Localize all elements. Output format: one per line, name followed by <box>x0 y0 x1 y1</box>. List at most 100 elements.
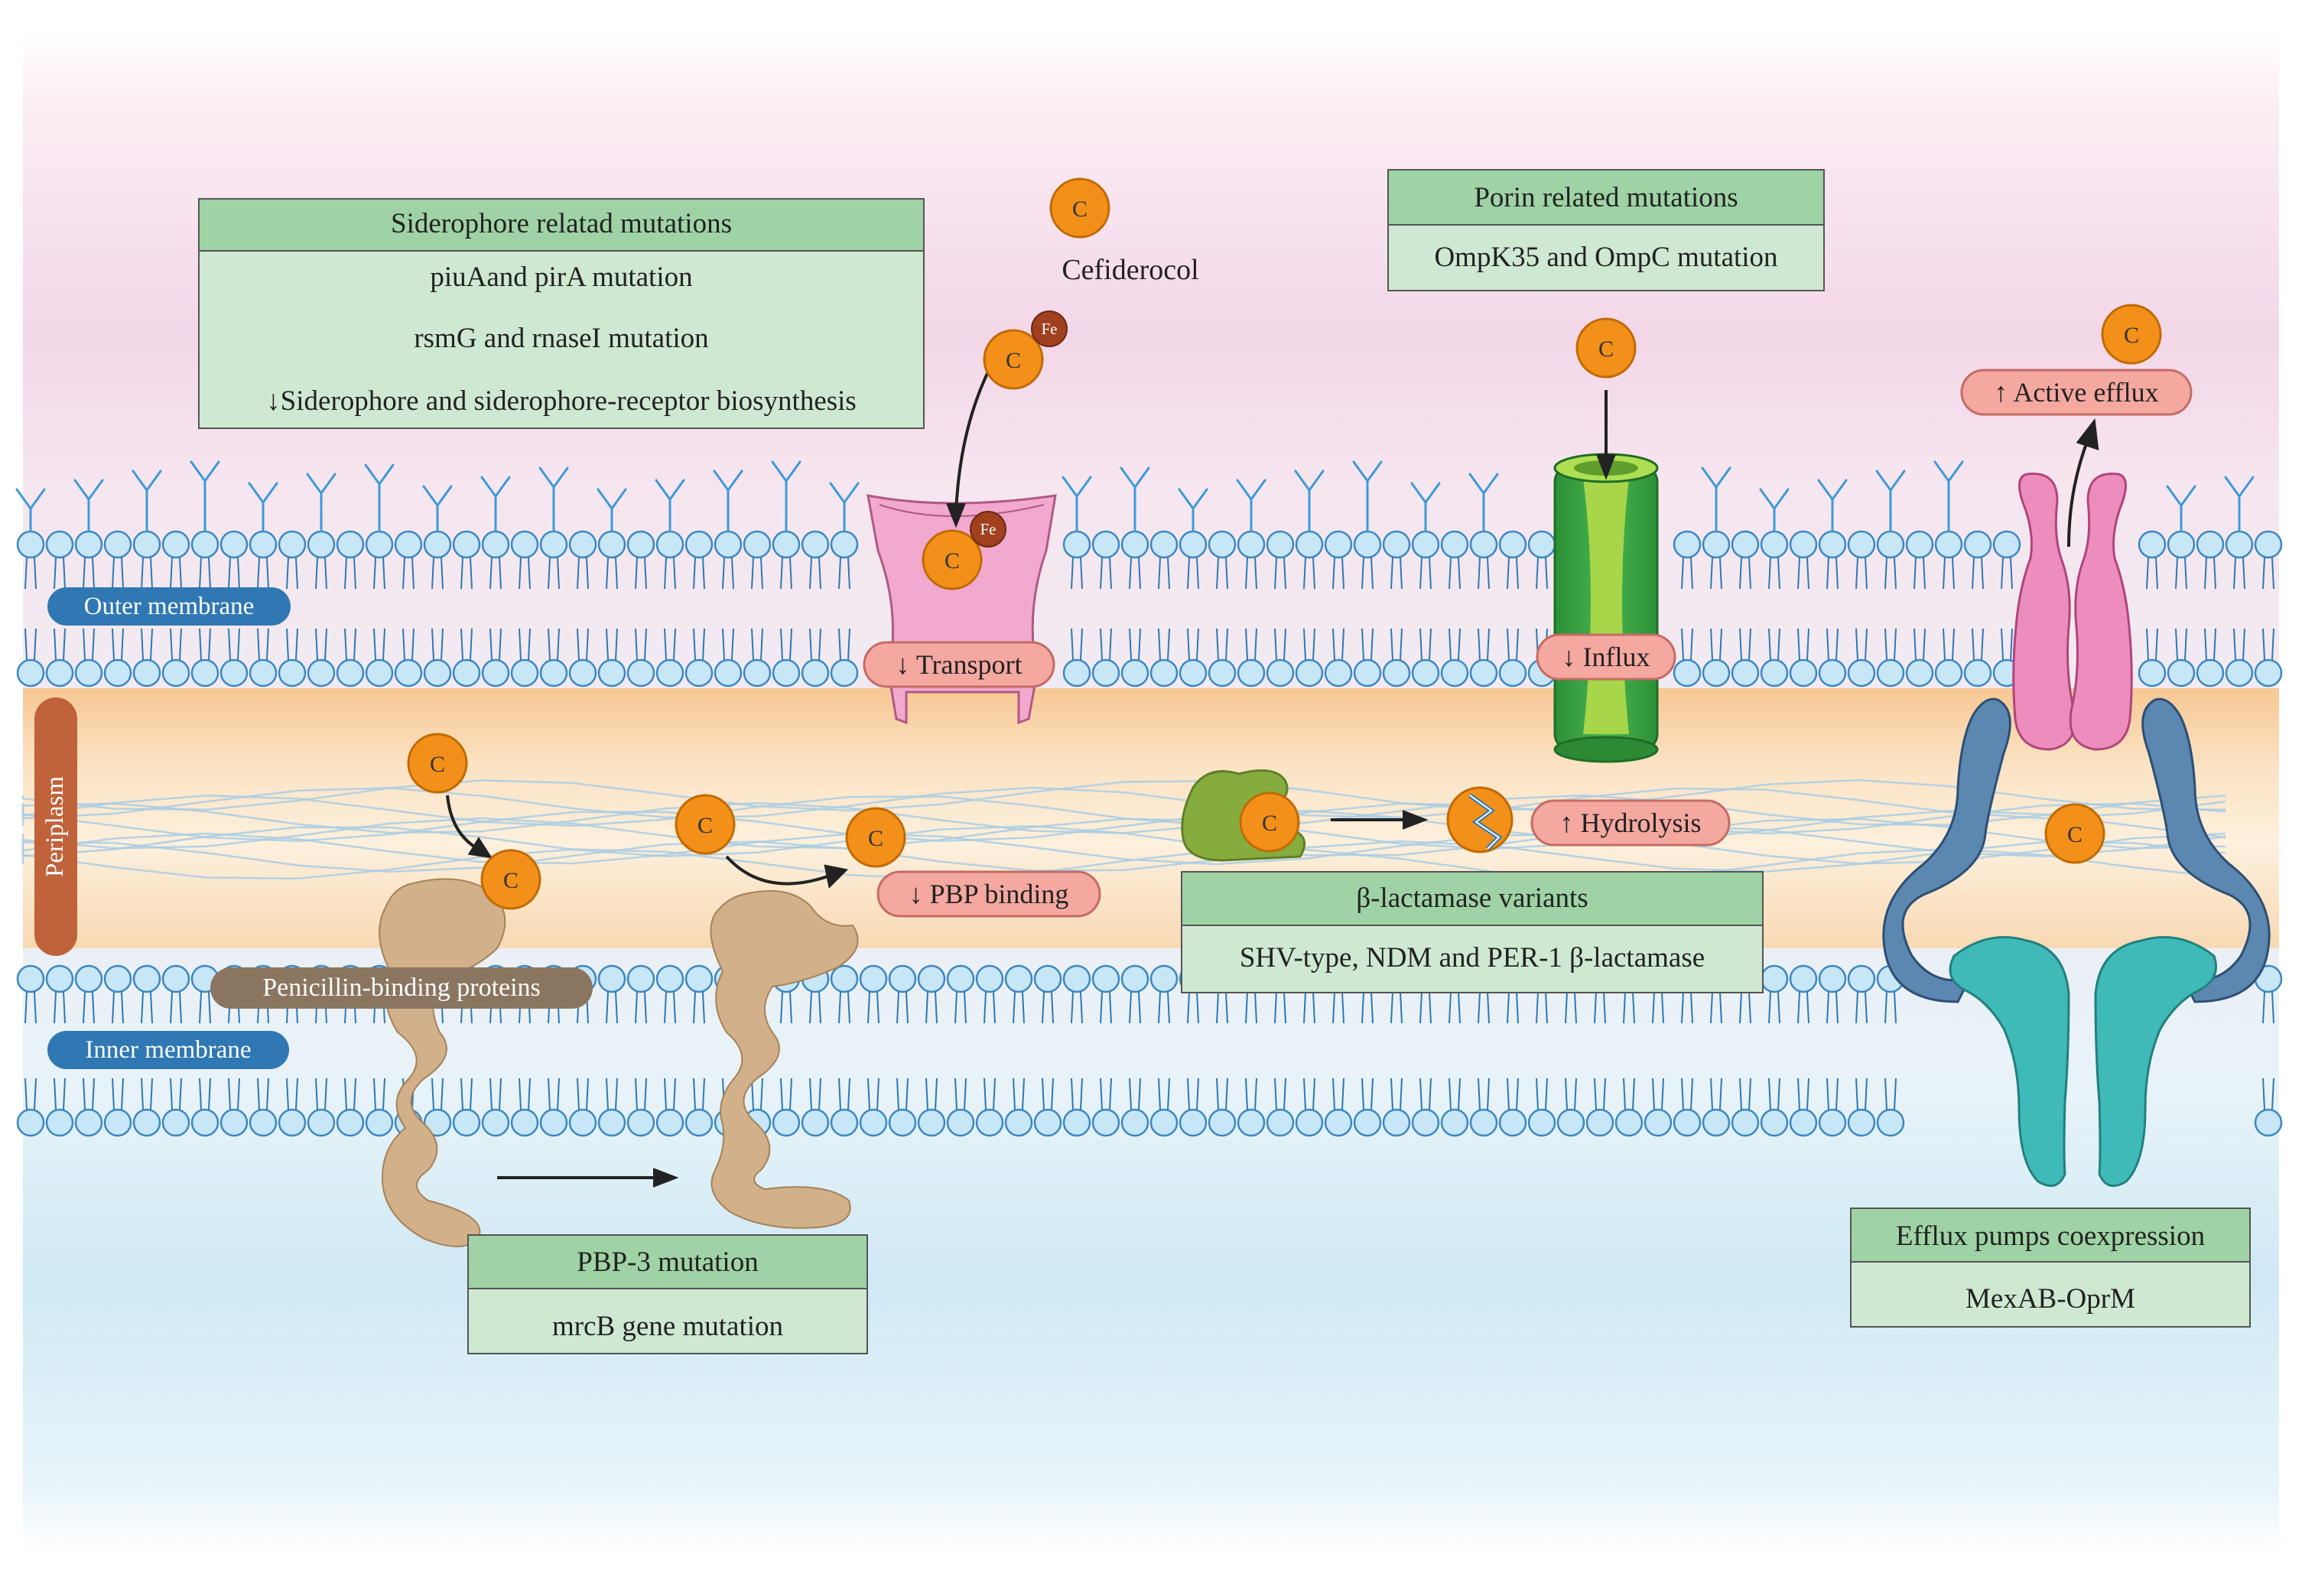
lipid-head <box>423 1108 452 1137</box>
iron-symbol: Fe <box>1042 320 1058 338</box>
lipid-head <box>1208 1108 1237 1137</box>
lipid-head <box>307 530 336 559</box>
lipid-head <box>1498 1108 1527 1137</box>
efflux-pump-mexab-oprm <box>1882 472 2271 1188</box>
lipid-head <box>2254 658 2283 687</box>
lipid-head <box>1789 1108 1818 1137</box>
porin-box-line: OmpK35 and OmpC mutation <box>1434 242 1777 273</box>
lipid-head <box>1847 530 1876 559</box>
lipid-head <box>568 1108 597 1137</box>
lipid-head <box>103 530 132 559</box>
mesh-fiber <box>21 794 2226 827</box>
lipid-head <box>132 530 161 559</box>
lipid-head <box>743 658 772 687</box>
lipid-head <box>1179 658 1208 687</box>
cefiderocol-molecule: C <box>1049 177 1110 239</box>
lipid-head <box>74 658 103 687</box>
lipid-head <box>917 1108 946 1137</box>
lps-chain <box>1759 488 1790 533</box>
lipid-head <box>307 658 336 687</box>
lps-chain <box>190 460 220 533</box>
lipid-head <box>2225 658 2254 687</box>
lipid-head <box>1266 658 1295 687</box>
lipid-head <box>132 1108 161 1137</box>
lipid-head <box>1992 530 2021 559</box>
lps-chain <box>538 466 569 533</box>
beta-lactamase-box-line: SHV-type, NDM and PER-1 β-lactamase <box>1240 942 1705 974</box>
lipid-head <box>1847 964 1876 993</box>
lipid-head <box>684 530 714 559</box>
lipid-head <box>336 530 365 559</box>
iron-symbol: Fe <box>980 520 997 538</box>
lps-chain <box>306 473 337 533</box>
lipid-head <box>597 530 626 559</box>
lipid-head <box>2254 1108 2283 1137</box>
periplasm-label: Periplasm <box>34 697 77 956</box>
lipid-head <box>1091 530 1120 559</box>
lipid-head <box>684 1108 714 1137</box>
mesh-fiber <box>21 840 2226 873</box>
lipid-head <box>365 530 394 559</box>
lipid-head <box>1702 658 1731 687</box>
lipid-head <box>74 1108 103 1137</box>
lipid-head <box>830 964 859 993</box>
lipid-head <box>103 964 132 993</box>
lipid-head <box>655 658 684 687</box>
lipid-head <box>1062 658 1091 687</box>
lipid-head <box>278 1108 307 1137</box>
lipid-head <box>1963 658 1992 687</box>
porin-box-header: Porin related mutations <box>1474 182 1738 213</box>
lipid-head <box>1498 658 1527 687</box>
lipid-head <box>597 964 626 993</box>
lipid-head <box>1760 658 1789 687</box>
efflux-box-header: Efflux pumps coexpression <box>1896 1221 2205 1252</box>
lipid-head <box>1527 1108 1556 1137</box>
cefiderocol-molecule: C <box>2101 304 2162 365</box>
lipid-head <box>714 530 743 559</box>
lipid-head <box>655 1108 684 1137</box>
drug-name-label: Cefiderocol <box>1062 254 1198 286</box>
lps-chain <box>364 463 395 533</box>
lipid-head <box>1934 658 1963 687</box>
lipid-head <box>1353 1108 1382 1137</box>
lipid-head <box>161 658 190 687</box>
lipid-head <box>16 658 45 687</box>
lipid-head <box>1120 530 1149 559</box>
lipid-head <box>1266 1108 1295 1137</box>
lipid-head <box>249 658 278 687</box>
lipid-head <box>1818 964 1847 993</box>
lps-chain <box>132 470 162 533</box>
effect-hydrolysis: ↑ Hydrolysis <box>1530 799 1731 847</box>
molecule-symbol: C <box>2067 822 2083 847</box>
lipid-head <box>626 964 655 993</box>
pbp3-box-line: mrcB gene mutation <box>552 1311 783 1342</box>
lipid-head <box>336 1108 365 1137</box>
lipid-head <box>219 658 249 687</box>
lipid-head <box>1382 658 1411 687</box>
lps-chain <box>422 485 453 533</box>
effect-influx-text: ↓ Influx <box>1562 642 1650 672</box>
lipid-head <box>394 658 423 687</box>
lipid-head <box>161 530 190 559</box>
lipid-head <box>1179 530 1208 559</box>
lipid-head <box>365 1108 394 1137</box>
lipid-head <box>16 964 45 993</box>
lipid-head <box>16 1108 45 1137</box>
lps-chain <box>1410 482 1441 533</box>
cefiderocol-molecule: C <box>407 733 468 794</box>
lipid-head <box>394 530 423 559</box>
lipid-head <box>830 530 859 559</box>
lipid-head <box>1789 964 1818 993</box>
molecule-symbol: C <box>430 752 445 777</box>
molecule-symbol: C <box>868 826 883 851</box>
lipid-head <box>103 1108 132 1137</box>
lipid-head <box>743 530 772 559</box>
lipid-head <box>597 658 626 687</box>
lipid-head <box>888 1108 917 1137</box>
lipid-head <box>1208 530 1237 559</box>
siderophore-transporter <box>867 494 1057 725</box>
lipid-head <box>1411 530 1440 559</box>
lipid-head <box>1062 1108 1091 1137</box>
lipid-head <box>190 530 219 559</box>
